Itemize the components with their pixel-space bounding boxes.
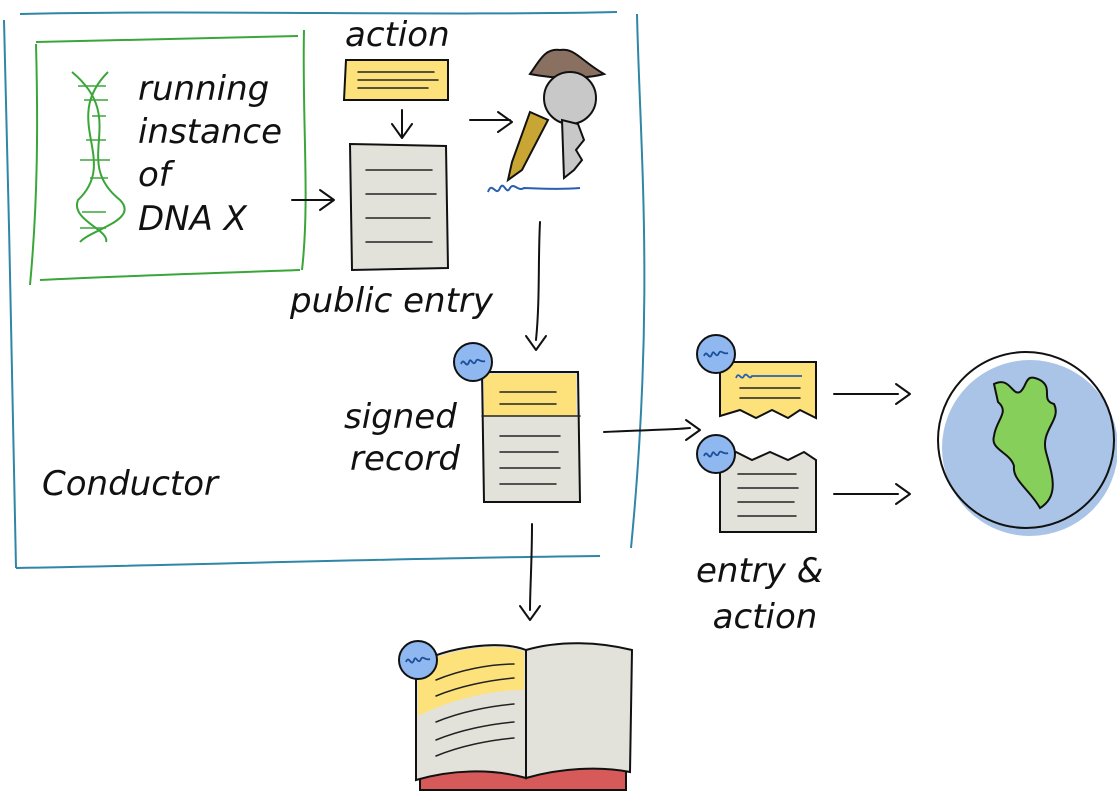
- arrow-entry-to-network: [833, 483, 911, 505]
- globe-network-icon: [937, 351, 1117, 536]
- signed-label-line1: signed: [344, 397, 457, 437]
- source-chain-book-icon: [398, 640, 634, 791]
- public-entry-doc: [348, 142, 450, 272]
- dna-label-line3: of: [138, 155, 176, 195]
- conductor-boundary: [3, 11, 646, 569]
- signed-entry-piece: [696, 434, 817, 533]
- arrow-dna-to-entry: [291, 189, 335, 211]
- dna-box: [29, 29, 307, 286]
- action-note: [342, 59, 449, 101]
- conductor-label: Conductor: [42, 464, 220, 504]
- entry-action-label-line1: entry &: [696, 551, 823, 591]
- dna-label-line1: running: [138, 69, 269, 109]
- svg-text:signed record: signed record: [344, 397, 468, 479]
- signed-record-doc: [453, 342, 582, 503]
- signed-action-piece: [696, 334, 817, 420]
- arrow-action-to-network: [833, 383, 911, 405]
- agent-key-signing-icon: [487, 48, 607, 193]
- arrow-signing-to-record: [525, 221, 547, 351]
- arrow-record-to-chain: [519, 523, 541, 621]
- svg-text:entry & action: entry & action: [696, 551, 834, 637]
- arrow-action-to-entry: [391, 109, 413, 139]
- entry-action-label-line2: action: [713, 597, 818, 637]
- signed-label-line2: record: [350, 439, 460, 479]
- svg-text:running instance of: running instance of DNA X: [138, 69, 293, 239]
- dna-label-line4: DNA X: [138, 199, 248, 239]
- arrow-record-to-split: [603, 419, 701, 441]
- public-entry-label: public entry: [289, 281, 494, 321]
- arrow-entry-to-signing: [469, 111, 513, 133]
- dna-helix-icon: [71, 71, 126, 243]
- action-label: action: [345, 15, 450, 55]
- dna-label-line2: instance: [138, 112, 282, 152]
